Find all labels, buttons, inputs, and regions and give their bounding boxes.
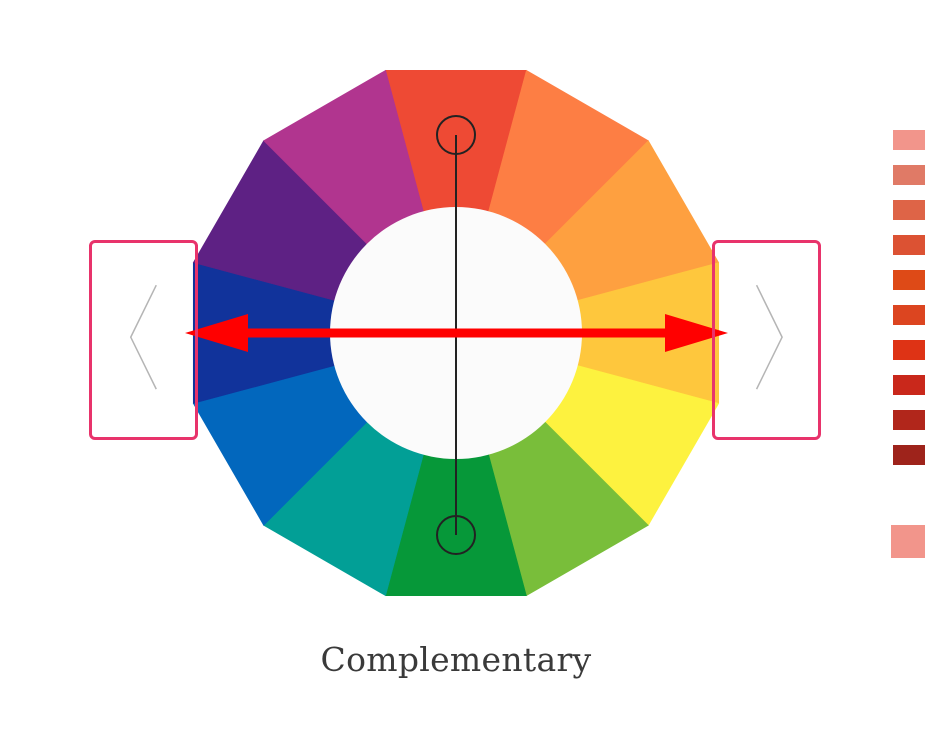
color-swatch[interactable] <box>893 445 925 465</box>
chevron-right-icon <box>755 284 783 390</box>
color-swatch[interactable] <box>893 130 925 150</box>
color-swatch[interactable] <box>893 340 925 360</box>
color-swatch[interactable] <box>893 200 925 220</box>
handle-bottom[interactable] <box>436 515 476 555</box>
color-swatch[interactable] <box>893 410 925 430</box>
scheme-name: Complementary <box>320 640 592 679</box>
color-swatch[interactable] <box>893 305 925 325</box>
double-arrow-icon <box>185 314 728 352</box>
chevron-left-icon <box>129 284 157 390</box>
color-swatch[interactable] <box>893 270 925 290</box>
color-swatch[interactable] <box>893 375 925 395</box>
color-swatch[interactable] <box>893 165 925 185</box>
previous-scheme-button[interactable] <box>89 240 198 440</box>
color-swatch[interactable] <box>893 235 925 255</box>
handle-top[interactable] <box>436 115 476 155</box>
next-scheme-button[interactable] <box>712 240 821 440</box>
selected-swatch[interactable] <box>891 525 925 558</box>
